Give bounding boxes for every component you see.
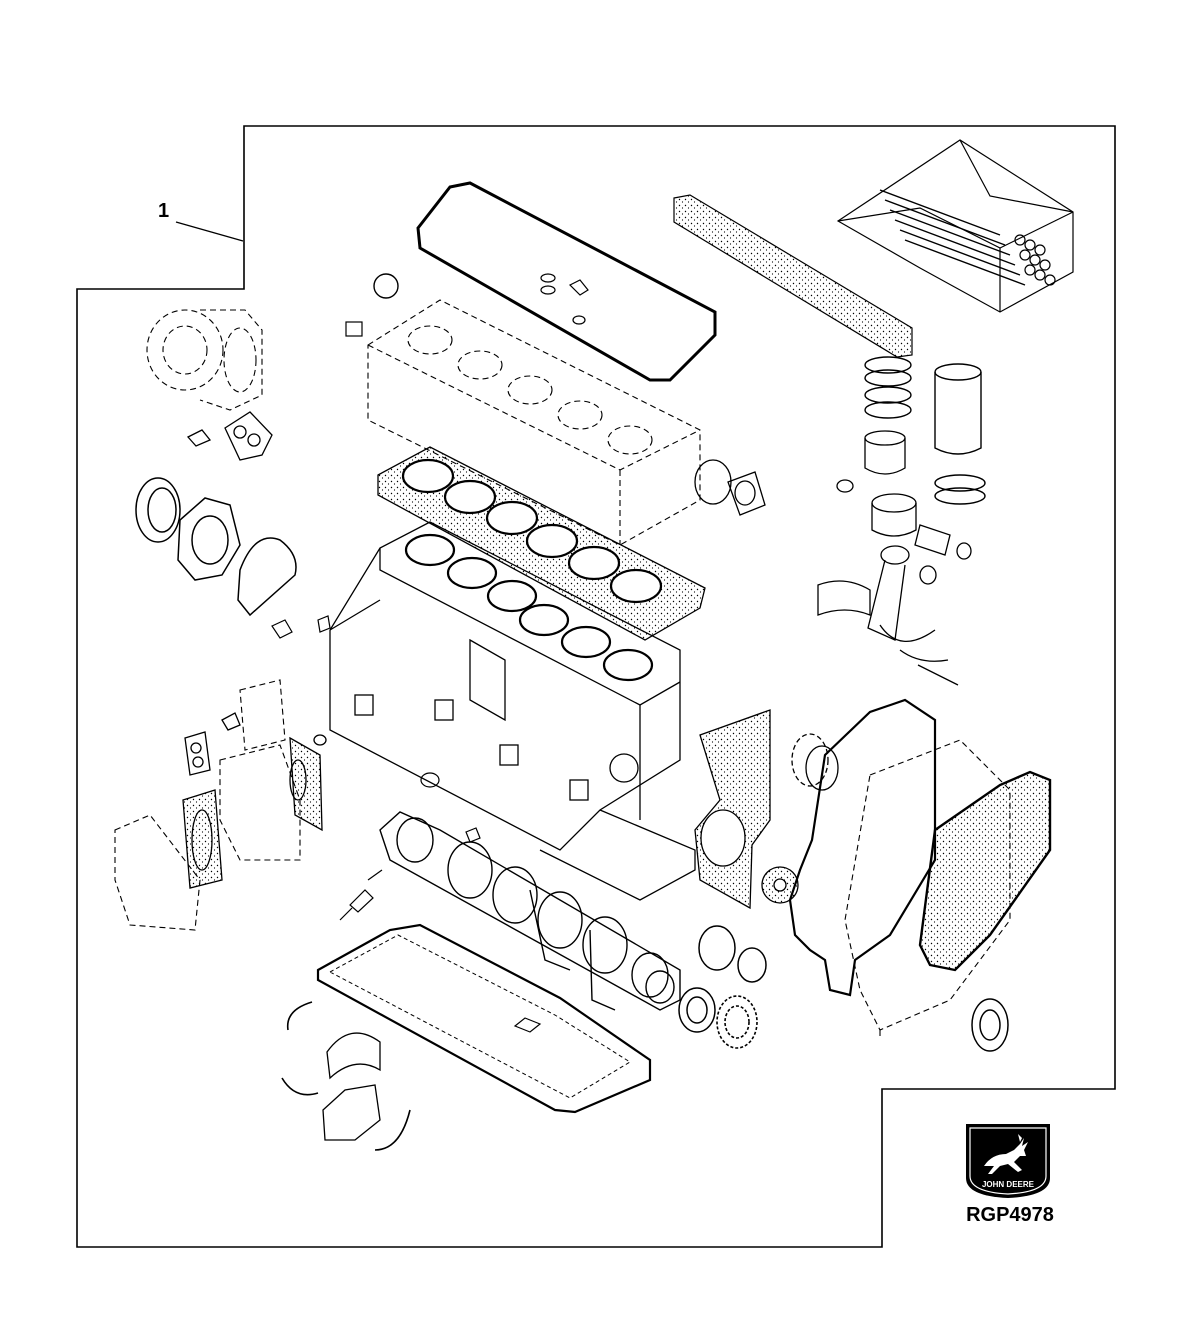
cylinder-block (329, 521, 696, 901)
cylinder-head (367, 299, 701, 546)
piston-ring-set (864, 356, 912, 419)
rocker-cover-gasket (673, 194, 913, 358)
main-bearings (322, 1032, 381, 1141)
crankshaft (379, 811, 681, 1011)
timing-cover-gasket (694, 709, 771, 910)
pan-seal-insert (513, 1017, 542, 1033)
gear-cover-gasket (788, 698, 937, 997)
piston (864, 430, 917, 537)
timing-cover-opening (700, 809, 746, 867)
snap-ring (836, 479, 854, 493)
plug-seal (373, 273, 399, 299)
fittings (271, 615, 481, 843)
kit-boundary-frame (76, 125, 1116, 1248)
small-gasket (345, 321, 363, 337)
callout-leader-line (175, 221, 244, 242)
figure-reference: RGP4978 (966, 1204, 1054, 1226)
liner-o-rings (934, 474, 986, 505)
connecting-rod (867, 545, 937, 643)
callout-number: 1 (158, 200, 170, 222)
oil-cooler-housing (114, 679, 301, 931)
turbocharger (146, 309, 263, 411)
turbo-gaskets (186, 411, 273, 461)
crank-front-seals (678, 925, 1009, 1052)
crank-gear (716, 995, 758, 1049)
oil-pan-gasket (316, 923, 652, 1114)
valve-cover-gasket (416, 181, 717, 382)
john-deere-logo: JOHN DEERE (966, 1124, 1050, 1198)
exhaust-flange-gaskets (694, 459, 766, 516)
leaping-deer-icon (984, 1134, 1028, 1174)
cylinder-liner (934, 363, 982, 455)
front-seals (135, 477, 297, 617)
front-cover-seals (761, 733, 839, 904)
rear-cover-gasket (918, 770, 1052, 972)
thrust-washers (281, 1001, 411, 1151)
oil-cooler-gaskets (182, 712, 327, 889)
rod-bearings (817, 580, 959, 686)
head-bolt-box (836, 139, 1074, 313)
piston-pin (914, 524, 972, 560)
crank-bolts (339, 869, 383, 921)
oil-pan-gasket-inner (328, 934, 631, 1099)
gear-cover (844, 739, 1011, 1040)
head-gasket (377, 446, 706, 641)
valve-seals (540, 273, 589, 325)
logo-wordmark: JOHN DEERE (982, 1180, 1035, 1189)
